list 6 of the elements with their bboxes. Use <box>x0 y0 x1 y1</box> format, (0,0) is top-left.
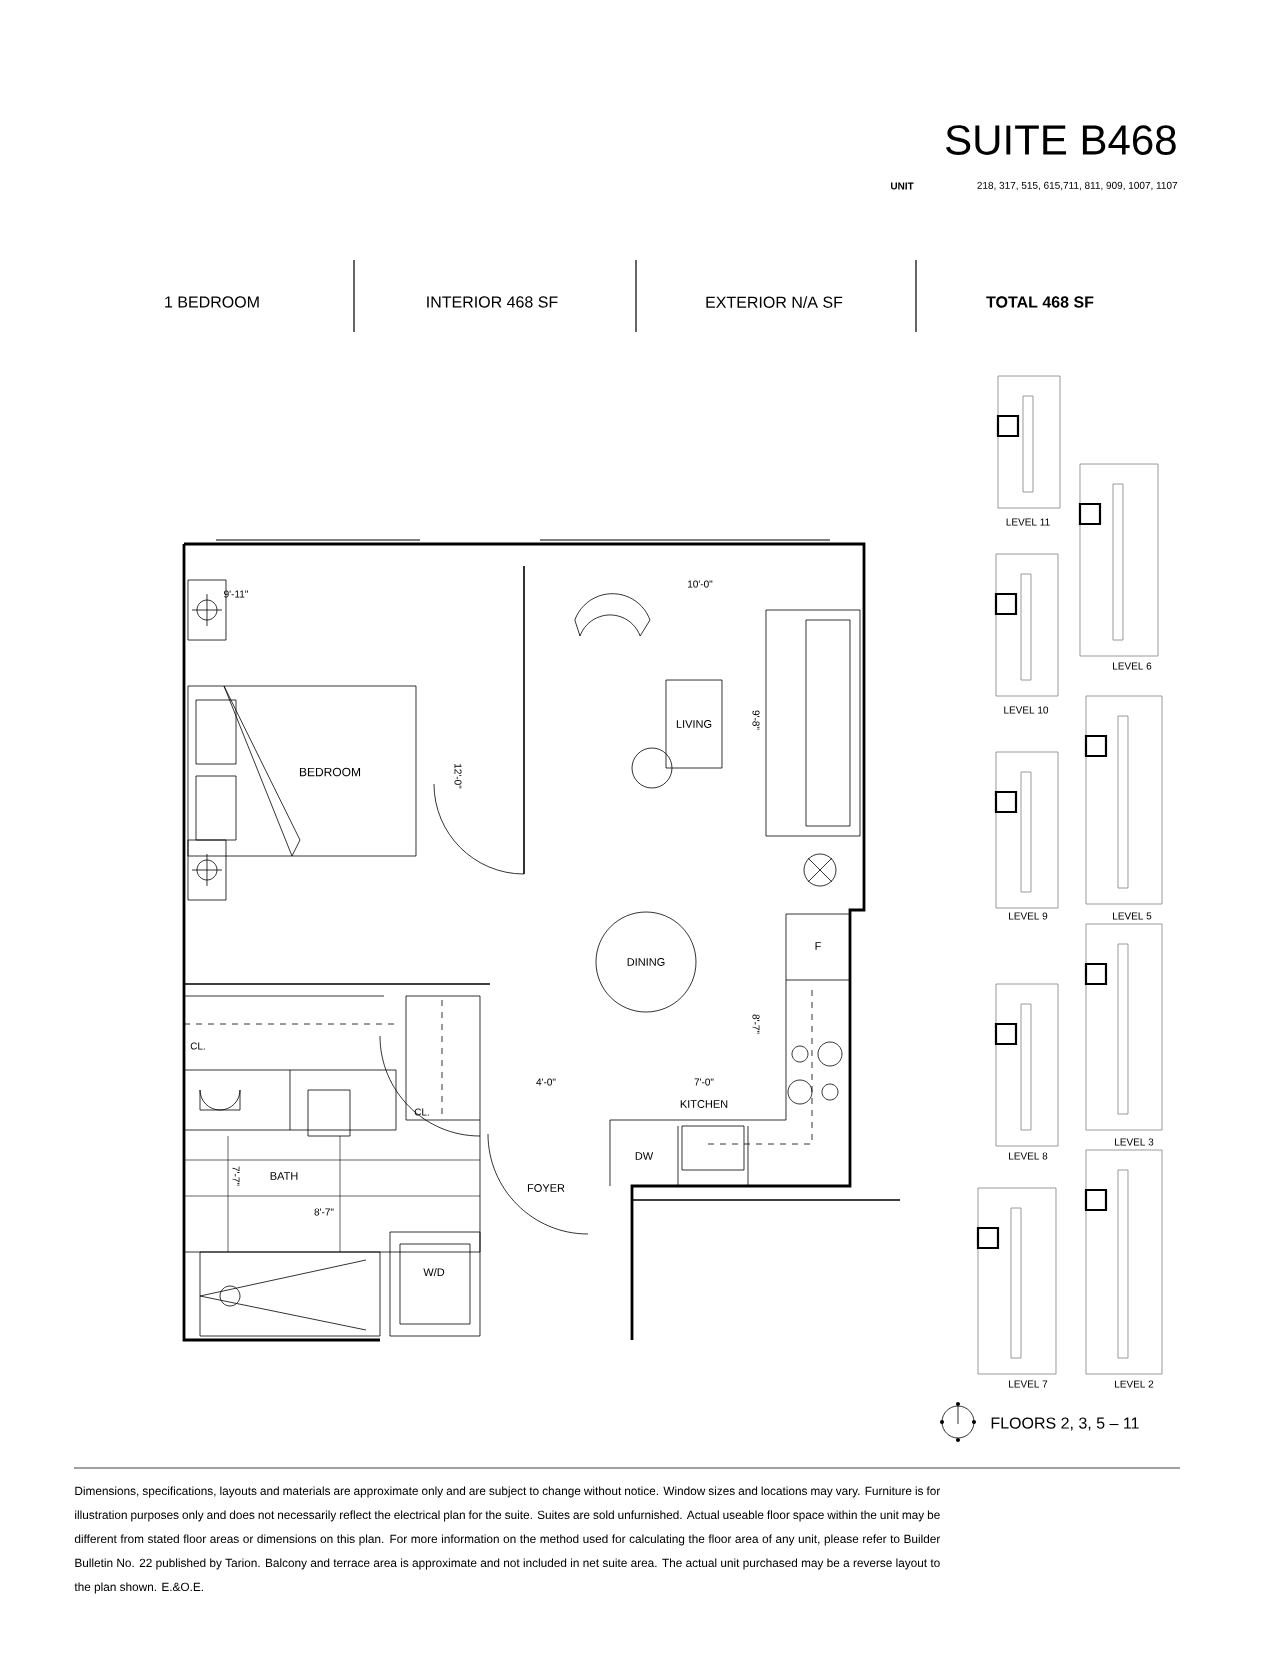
header-stat: EXTERIOR N/A SF <box>706 296 843 308</box>
header-stat: INTERIOR 468 SF <box>427 296 558 308</box>
suite-title: SUITE B468 <box>946 125 1176 155</box>
header-stat: TOTAL 468 SF <box>986 296 1094 308</box>
header-stat: 1 BEDROOM <box>165 296 259 308</box>
floors-note: FLOORS 2, 3, 5 – 11 <box>991 1417 1139 1431</box>
